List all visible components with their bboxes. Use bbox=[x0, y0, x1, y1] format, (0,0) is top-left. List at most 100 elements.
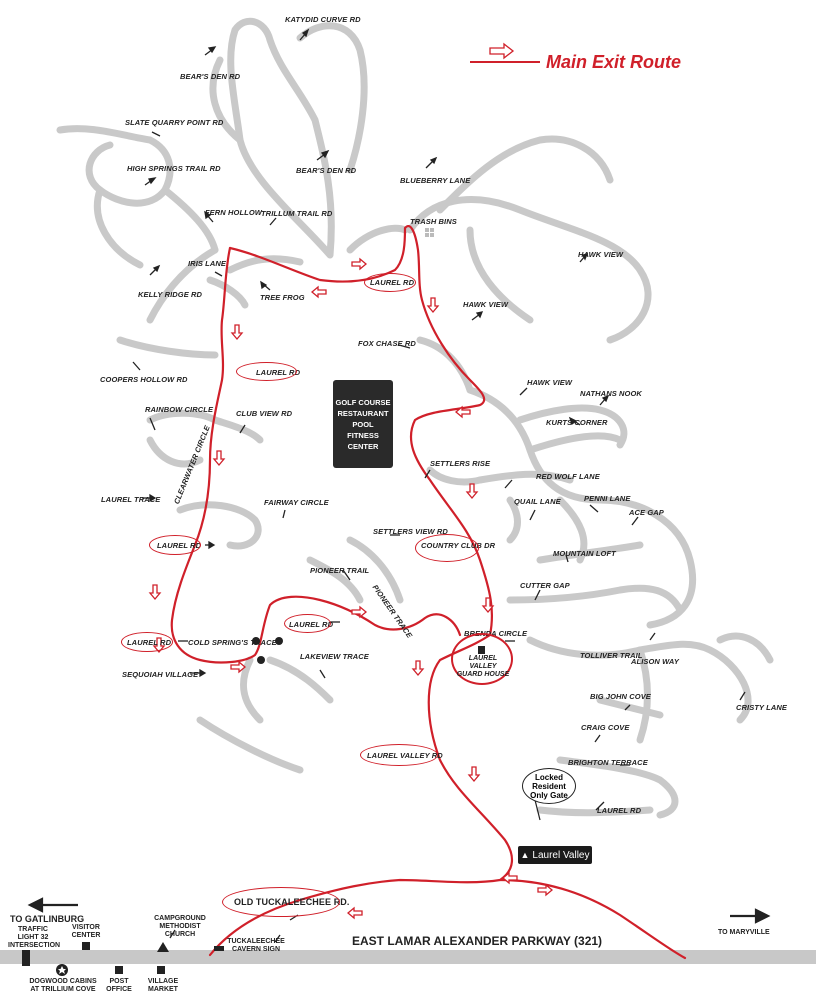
street-label: TREE FROG bbox=[260, 293, 305, 302]
route-highlight bbox=[360, 744, 438, 766]
route-highlight bbox=[149, 535, 201, 555]
facility-line: FITNESS bbox=[347, 430, 379, 440]
street-label: BEAR'S DEN RD bbox=[180, 72, 241, 81]
arrow-down-icon bbox=[481, 597, 495, 614]
street-label: LAUREL TRACE bbox=[101, 495, 161, 504]
route-highlight bbox=[415, 534, 479, 562]
post-office-label: POST OFFICE bbox=[106, 978, 132, 993]
arrow-right-icon bbox=[351, 605, 368, 619]
street-label: HAWK VIEW bbox=[463, 300, 509, 309]
street-label: KATYDID CURVE RD bbox=[285, 15, 361, 24]
route-highlight bbox=[284, 614, 331, 633]
arrow-right-icon bbox=[537, 883, 554, 897]
golf-course-facility[interactable]: GOLF COURSE RESTAURANT POOL FITNESS CENT… bbox=[333, 380, 393, 468]
street-label: HAWK VIEW bbox=[578, 250, 624, 259]
facility-line: RESTAURANT bbox=[337, 408, 389, 418]
street-label: COLD SPRING'S TRACE bbox=[188, 638, 277, 647]
church-icon bbox=[157, 942, 169, 952]
gate-pointer bbox=[534, 799, 541, 821]
route-highlight bbox=[236, 362, 297, 381]
street-label: CRAIG COVE bbox=[581, 723, 630, 732]
street-label: MOUNTAIN LOFT bbox=[553, 549, 616, 558]
street-label: CLUB VIEW RD bbox=[236, 409, 293, 418]
arrow-right-icon bbox=[351, 257, 368, 271]
facility-line: GOLF COURSE bbox=[335, 397, 391, 407]
street-label: SLATE QUARRY POINT RD bbox=[125, 118, 224, 127]
arrow-right-icon bbox=[754, 908, 771, 924]
arrow-left-icon bbox=[346, 906, 363, 920]
facility-line: CENTER bbox=[347, 441, 379, 451]
street-label: TRILLUM TRAIL RD bbox=[261, 209, 333, 218]
legend-label: Main Exit Route bbox=[546, 52, 682, 72]
cavern-sign-label: TUCKALEECHEE CAVERN SIGN bbox=[227, 938, 285, 953]
street-label: CUTTER GAP bbox=[520, 581, 570, 590]
village-market-icon bbox=[157, 966, 165, 974]
arrow-down-icon bbox=[148, 584, 162, 601]
route-highlight bbox=[121, 632, 173, 652]
street-label: BIG JOHN COVE bbox=[590, 692, 651, 701]
arrow-right-icon bbox=[230, 660, 247, 674]
route-highlight bbox=[222, 887, 340, 917]
street-label: LAUREL RD bbox=[597, 806, 642, 815]
street-label: ALISON WAY bbox=[631, 657, 679, 666]
street-label: BRIGHTON TERRACE bbox=[568, 758, 648, 767]
street-label: BLUEBERRY LANE bbox=[400, 176, 471, 185]
street-label: FAIRWAY CIRCLE bbox=[264, 498, 329, 507]
guard-house-label: LAUREL VALLEY GUARD HOUSE bbox=[456, 655, 510, 678]
dogwood-label: DOGWOOD CABINS AT TRILLIUM COVE bbox=[29, 978, 97, 993]
arrow-down-icon bbox=[411, 660, 425, 677]
street-label: SETTLERS RISE bbox=[430, 459, 491, 468]
traffic-light-label: TRAFFIC LIGHT 32 INTERSECTION bbox=[8, 926, 61, 949]
street-label: FOX CHASE RD bbox=[358, 339, 416, 348]
arrow-down-icon bbox=[465, 483, 479, 500]
cavern-sign-icon bbox=[214, 946, 224, 951]
arrow-left-icon bbox=[501, 871, 518, 885]
street-label: SETTLERS VIEW RD bbox=[373, 527, 448, 536]
street-label: KELLY RIDGE RD bbox=[138, 290, 203, 299]
arrow-down-icon bbox=[467, 766, 481, 783]
street-label: KURTS CORNER bbox=[546, 418, 608, 427]
arrow-down-icon bbox=[230, 324, 244, 341]
visitor-center-icon bbox=[82, 942, 90, 950]
street-label: BEAR'S DEN RD bbox=[296, 166, 357, 175]
bus-stop-icons bbox=[252, 637, 283, 664]
guard-house-highlight bbox=[451, 633, 513, 685]
arrow-left-icon bbox=[27, 897, 44, 913]
post-office-icon bbox=[115, 966, 123, 974]
arrow-right-icon bbox=[489, 42, 515, 60]
sign-text: Laurel Valley bbox=[532, 849, 590, 861]
street-label: COOPERS HOLLOW RD bbox=[100, 375, 188, 384]
main-exit-route bbox=[170, 224, 687, 960]
locked-gate-callout: Locked Resident Only Gate bbox=[522, 768, 576, 804]
street-label: PIONEER TRAIL bbox=[310, 566, 370, 575]
street-label: BRENDA CIRCLE bbox=[464, 629, 528, 638]
street-label: RED WOLF LANE bbox=[536, 472, 600, 481]
street-label: PENNI LANE bbox=[584, 494, 631, 503]
arrow-left-icon bbox=[454, 405, 471, 419]
arrow-down-icon bbox=[212, 450, 226, 467]
street-label: LAKEVIEW TRACE bbox=[300, 652, 369, 661]
church-label: CAMPGROUND METHODIST CHURCH bbox=[154, 915, 206, 938]
route-highlight bbox=[364, 273, 416, 292]
arrow-left-icon bbox=[310, 285, 327, 299]
street-label: HIGH SPRINGS TRAIL RD bbox=[127, 164, 221, 173]
bottom-markers bbox=[22, 942, 224, 976]
street-label: FERN HOLLOW bbox=[205, 208, 262, 217]
parkway-label: EAST LAMAR ALEXANDER PARKWAY (321) bbox=[352, 934, 603, 948]
village-market-label: VILLAGE MARKET bbox=[147, 978, 179, 993]
to-gatlinburg-label: TO GATLINBURG bbox=[10, 914, 85, 924]
direction-arrows bbox=[27, 897, 771, 924]
street-label: HAWK VIEW bbox=[527, 378, 573, 387]
street-label: TRASH BINS bbox=[410, 217, 457, 226]
facility-line: POOL bbox=[352, 419, 374, 429]
street-label: ACE GAP bbox=[629, 508, 664, 517]
traffic-light-icon bbox=[22, 950, 30, 966]
parkway-road bbox=[0, 950, 816, 964]
street-label: SEQUOIAH VILLAGE bbox=[122, 670, 199, 679]
to-maryville-label: TO MARYVILLE bbox=[718, 929, 770, 936]
arrow-down-icon bbox=[426, 297, 440, 314]
laurel-valley-sign: ▲ Laurel Valley bbox=[518, 846, 592, 864]
route-arrows bbox=[148, 42, 554, 920]
gate-line: Only Gate bbox=[530, 790, 568, 800]
